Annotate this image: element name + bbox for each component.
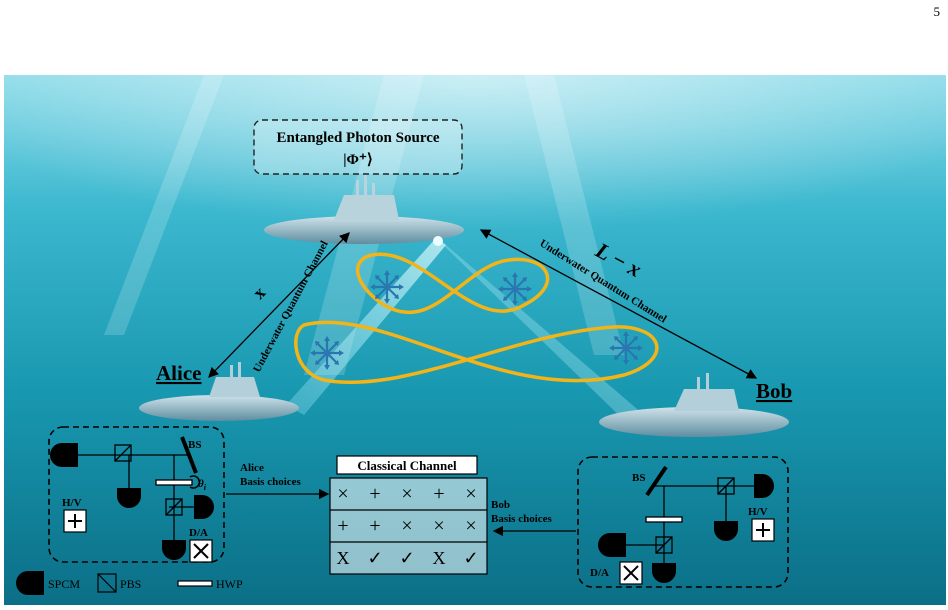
photon-star-1 [368, 268, 406, 306]
alice-spcm-3 [194, 495, 214, 519]
classical-channel-cell: ✓ [399, 548, 414, 568]
alice-basis-label-2: Basis choices [240, 476, 302, 488]
distance-arrow-right [479, 229, 758, 379]
surface-light [4, 75, 946, 335]
alice-hv-label: H/V [62, 497, 82, 509]
legend-spcm-icon [16, 571, 44, 595]
classical-channel-cell: ✓ [367, 548, 382, 568]
alice-theta-label: θi [198, 478, 207, 492]
bob-spcm-3 [598, 533, 626, 557]
classical-channel-title-box [336, 455, 478, 475]
legend-pbs-diagonal [97, 573, 117, 593]
classical-channel-title: Classical Channel [357, 458, 457, 473]
alice-setup [76, 436, 198, 545]
alice-spcm-2 [117, 488, 141, 508]
source-box [253, 119, 463, 175]
alice-basis-label-1: Alice [240, 462, 264, 474]
cross-basis-icon [623, 565, 639, 581]
classical-channel-cell: X [337, 548, 350, 568]
classical-channel-cell: + [369, 483, 380, 505]
bob-spcm-4 [652, 563, 676, 583]
classical-channel-cell: × [401, 515, 412, 537]
classical-channel-cell: × [337, 483, 348, 505]
bob-hv-label: H/V [748, 506, 768, 518]
bob-da-label: D/A [590, 567, 609, 579]
classical-channel-cell: × [465, 483, 476, 505]
photon-star-4 [607, 329, 645, 367]
bob-bs-label: BS [632, 472, 645, 484]
bob-measurement-box [577, 456, 789, 588]
bob-spcm-2 [714, 521, 738, 541]
classical-channel-cells: × + × + × + + × × × X ✓ ✓ X ✓ [337, 483, 479, 568]
legend-spcm-label: SPCM [48, 577, 80, 591]
rotation-arrow-icon [189, 475, 200, 489]
page-number: 5 [933, 4, 941, 19]
classical-channel-cell: ✓ [463, 548, 478, 568]
cross-basis-icon [193, 543, 209, 559]
legend-pbs-label: PBS [120, 577, 141, 591]
plus-basis-icon [756, 523, 770, 537]
alice-measurement-box [48, 426, 225, 563]
source-title: Entangled Photon Source [276, 130, 439, 146]
bob-basis-label-1: Bob [491, 499, 510, 511]
classical-channel-cell: × [401, 483, 412, 505]
legend-hwp-icon [177, 580, 213, 587]
classical-channel-cell: + [433, 483, 444, 505]
bob-basis-label-2: Basis choices [491, 513, 553, 525]
alice-spcm-1 [50, 443, 78, 467]
classical-channel-cell: X [433, 548, 446, 568]
photon-star-3 [308, 334, 346, 372]
classical-channel-cell: × [465, 515, 476, 537]
alice-da-label: D/A [189, 527, 208, 539]
underwater-qkd-figure: Entangled Photon Source |Φ⁺⟩ x L − x Und… [4, 75, 946, 605]
classical-channel-cell: + [337, 515, 348, 537]
distance-arrow-left [208, 232, 350, 378]
bob-label: Bob [756, 379, 792, 403]
alice-spcm-4 [162, 540, 186, 560]
bob-spcm-1 [754, 474, 774, 498]
classical-channel-cell: × [433, 515, 444, 537]
bob-setup [624, 465, 754, 563]
entanglement-loop-large [294, 320, 659, 385]
legend-hwp-label: HWP [216, 577, 243, 591]
source-state: |Φ⁺⟩ [343, 152, 373, 168]
alice-label: Alice [156, 361, 201, 385]
classical-channel-cell: + [369, 515, 380, 537]
bob-submarine [599, 373, 789, 437]
photon-star-2 [496, 270, 534, 308]
entanglement-loop-small [355, 252, 550, 314]
alice-bs-label: BS [188, 439, 201, 451]
classical-channel-table [329, 477, 488, 575]
plus-basis-icon [68, 514, 82, 528]
legend-pbs-icon [97, 573, 117, 593]
